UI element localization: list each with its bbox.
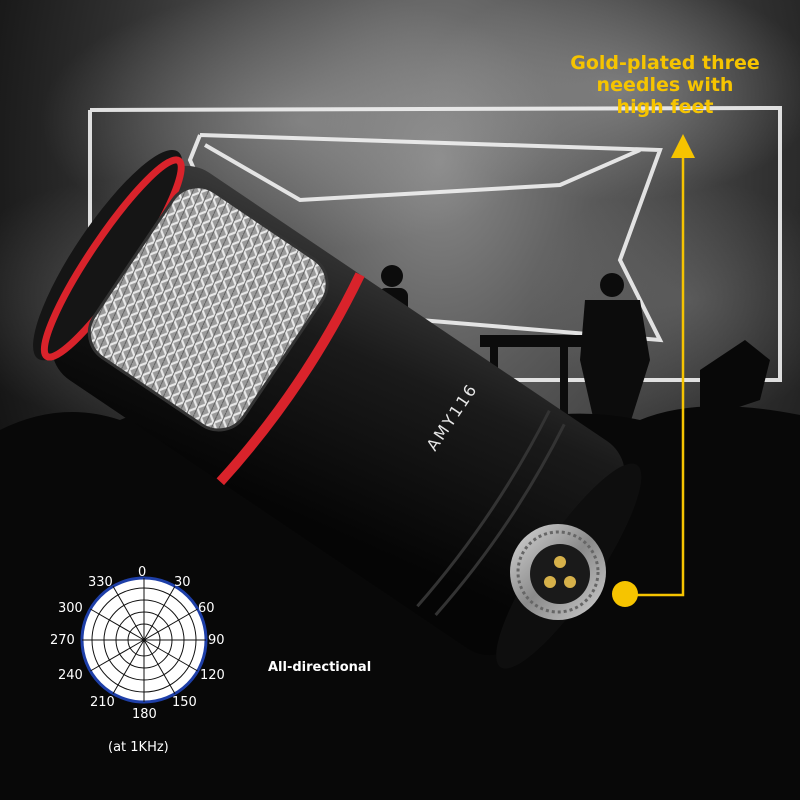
polar-spoke-150: [143, 639, 176, 694]
angle-label-330: 330: [88, 575, 113, 590]
polar-pattern-diagram: 0 30 60 90 120 150 180 210 240 270 300 3…: [40, 565, 265, 765]
polar-plot: [80, 576, 208, 704]
angle-label-300: 300: [58, 601, 83, 616]
test-frequency: (at 1KHz): [108, 740, 169, 755]
polar-spoke-240: [90, 639, 145, 672]
callout-line-2: needles with: [596, 74, 734, 96]
angle-label-240: 240: [58, 668, 83, 683]
polar-pattern-name: All-directional: [268, 660, 372, 675]
polar-spoke-60: [143, 608, 198, 641]
angle-label-210: 210: [90, 695, 115, 710]
polar-spoke-120: [143, 639, 198, 672]
angle-label-30: 30: [174, 575, 191, 590]
angle-label-0: 0: [138, 565, 147, 580]
angle-label-180: 180: [132, 707, 157, 722]
xlr-connector: [510, 524, 606, 620]
feature-callout: Gold-plated three needles with high feet: [560, 52, 770, 118]
callout-line-1: Gold-plated three: [570, 52, 760, 74]
polar-spoke-30: [143, 586, 176, 641]
callout-line-3: high feet: [616, 96, 714, 118]
callout-pointer: [612, 134, 695, 607]
angle-label-270: 270: [50, 633, 75, 648]
angle-label-120: 120: [200, 668, 225, 683]
polar-spoke-210: [112, 639, 145, 694]
angle-label-60: 60: [198, 601, 215, 616]
angle-label-90: 90: [208, 633, 225, 648]
polar-spoke-330: [112, 586, 145, 641]
polar-spoke-300: [90, 608, 145, 641]
angle-label-150: 150: [172, 695, 197, 710]
